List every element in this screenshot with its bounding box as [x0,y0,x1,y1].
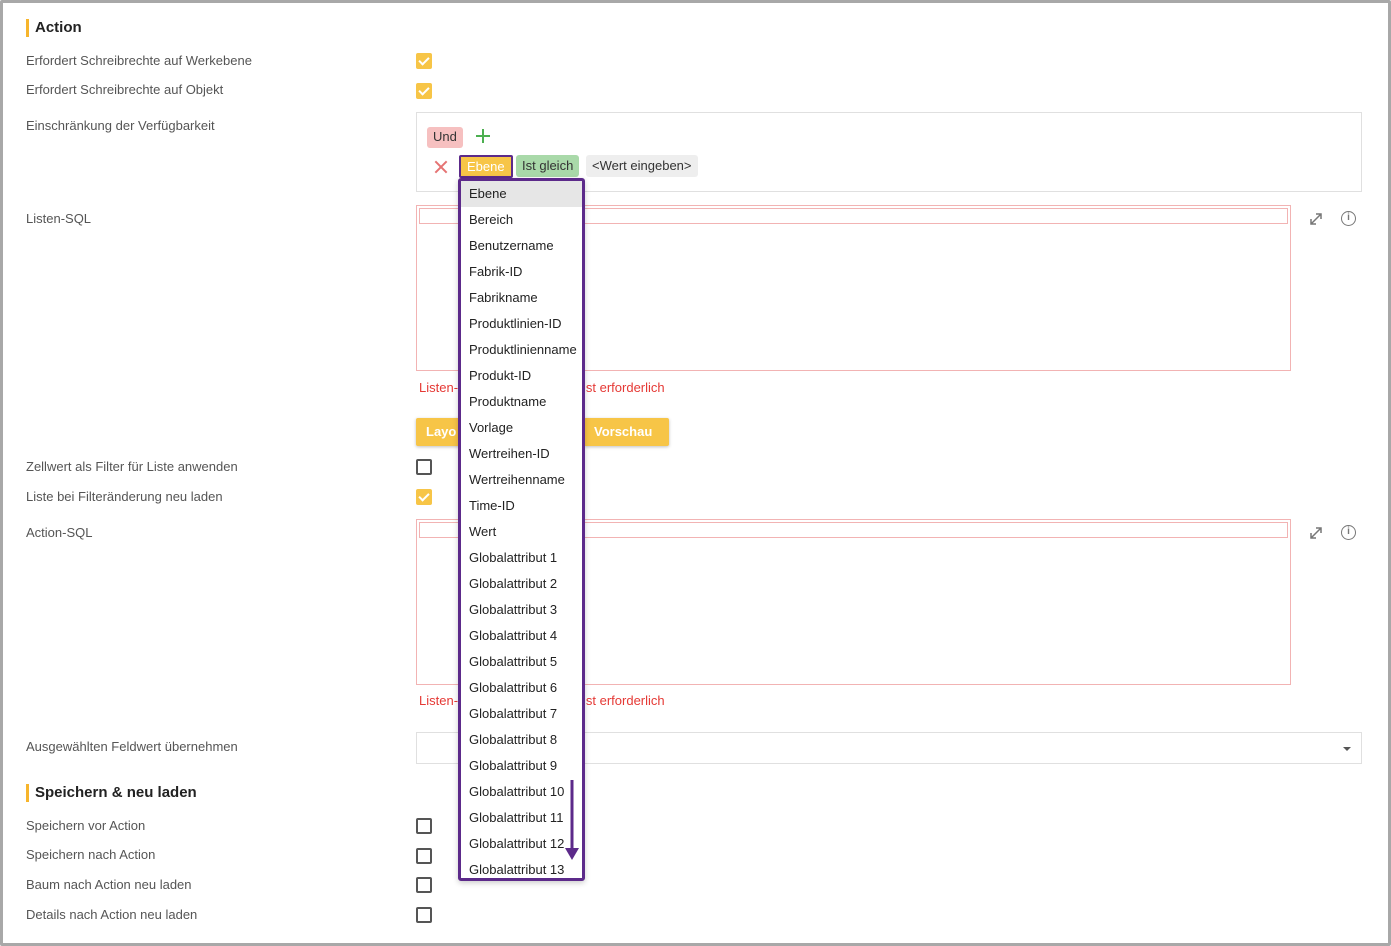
dropdown-option[interactable]: Produktname [469,394,547,409]
checkbox-reload-details[interactable] [416,907,432,923]
checkbox-cell-filter[interactable] [416,459,432,475]
dropdown-option[interactable]: Globalattribut 3 [469,602,558,617]
dropdown-option[interactable]: Globalattribut 2 [469,576,558,591]
dropdown-option[interactable]: Fabrik-ID [469,264,523,279]
dropdown-option[interactable]: Ebene [461,181,582,207]
checkbox-save-after[interactable] [416,848,432,864]
list-sql-error-right: ist erforderlich [583,380,665,395]
dropdown-option[interactable]: Globalattribut 9 [469,758,558,773]
label-take-value: Ausgewählten Feldwert übernehmen [26,739,238,754]
info-icon[interactable]: i [1341,525,1356,540]
dropdown-option[interactable]: Globalattribut 8 [469,732,558,747]
dropdown-option[interactable]: Wert [469,524,497,539]
label-reload-details: Details nach Action neu laden [26,907,198,922]
dropdown-option[interactable]: Globalattribut 10 [469,784,565,799]
dropdown-option[interactable]: Globalattribut 12 [469,836,565,851]
label-reload-list: Liste bei Filteränderung neu laden [26,489,223,504]
label-save-before: Speichern vor Action [26,818,146,833]
label-save-after: Speichern nach Action [26,847,156,862]
dropdown-option[interactable]: Globalattribut 7 [469,706,558,721]
section-title-save: Speichern & neu laden [26,784,197,802]
action-sql-error-left: Listen- [419,693,459,708]
label-reload-tree: Baum nach Action neu laden [26,877,192,892]
section-title-action: Action [26,19,82,37]
dropdown-option[interactable]: Wertreihen-ID [469,446,550,461]
dropdown-option[interactable]: Globalattribut 1 [469,550,558,565]
dropdown-option[interactable]: Vorlage [469,420,514,435]
operator-chip[interactable]: Und [427,127,463,148]
dropdown-option[interactable]: Produktlinienname [469,342,577,357]
checkbox-reload-tree[interactable] [416,877,432,893]
close-icon[interactable] [434,160,448,174]
layout-button[interactable]: Layo [416,418,466,446]
label-write-object: Erfordert Schreibrechte auf Objekt [26,82,224,97]
chevron-down-icon [1343,747,1351,751]
plus-icon[interactable] [475,128,491,144]
dropdown-option[interactable]: Fabrikname [469,290,538,305]
dropdown-option[interactable]: Globalattribut 5 [469,654,558,669]
dropdown-option[interactable]: Globalattribut 13 [469,862,565,877]
action-sql-line[interactable] [419,522,1288,538]
list-sql-line[interactable] [419,208,1288,224]
dropdown-option[interactable]: Produkt-ID [469,368,532,383]
label-list-sql: Listen-SQL [26,211,92,226]
checkbox-write-level[interactable] [416,53,432,69]
preview-button[interactable]: Vorschau [584,418,669,446]
checkbox-reload-list[interactable] [416,489,432,505]
dropdown-option[interactable]: Globalattribut 4 [469,628,558,643]
label-cell-filter: Zellwert als Filter für Liste anwenden [26,459,238,474]
scroll-down-arrow-icon [565,780,579,860]
value-chip[interactable]: <Wert eingeben> [586,155,698,177]
dropdown-option[interactable]: Bereich [469,212,514,227]
dropdown-option[interactable]: Produktlinien-ID [469,316,562,331]
label-action-sql: Action-SQL [26,525,93,540]
expand-icon[interactable] [1308,211,1324,227]
action-sql-error-right: ist erforderlich [583,693,665,708]
label-availability: Einschränkung der Verfügbarkeit [26,118,215,133]
dropdown-option[interactable]: Time-ID [469,498,515,513]
field-chip[interactable]: Ebene [459,155,513,178]
label-write-level: Erfordert Schreibrechte auf Werkebene [26,53,252,68]
dropdown-option[interactable]: Globalattribut 11 [469,810,564,825]
expand-icon[interactable] [1308,525,1324,541]
checkbox-save-before[interactable] [416,818,432,834]
list-sql-error-left: Listen- [419,380,459,395]
dropdown-option[interactable]: Globalattribut 6 [469,680,558,695]
comparison-chip[interactable]: Ist gleich [516,155,580,177]
dropdown-option[interactable]: Wertreihenname [469,472,565,487]
info-icon[interactable]: i [1341,211,1356,226]
dropdown-option[interactable]: Benutzername [469,238,554,253]
checkbox-write-object[interactable] [416,83,432,99]
